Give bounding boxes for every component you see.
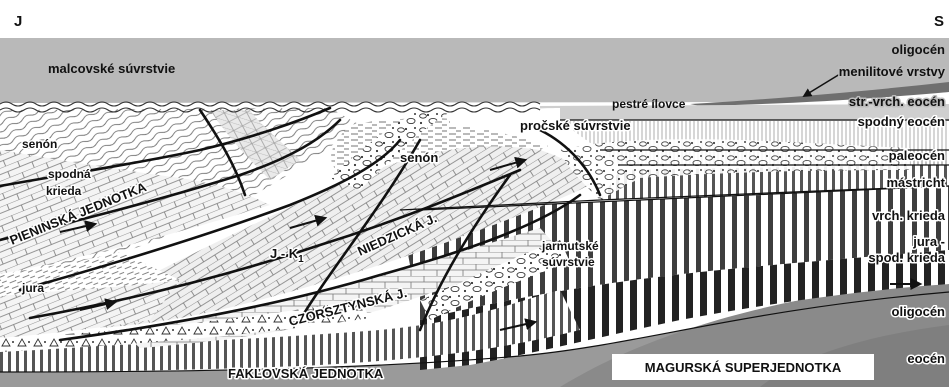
label-malcovske: malcovské súvrstvie <box>48 61 175 76</box>
label-oligocen-top: oligocén <box>892 42 946 57</box>
label-procske: pročské súvrstvie <box>520 118 631 133</box>
label-oligocen-lower: oligocén <box>892 304 946 319</box>
label-str-vrch-eocen: str.-vrch. eocén <box>849 94 945 109</box>
label-jura-spod-2: spod. krieda <box>868 250 945 265</box>
label-faklovska: FAKĽOVSKÁ JEDNOTKA <box>228 366 384 381</box>
label-jura: jura <box>21 281 44 295</box>
label-senon-left: senón <box>22 137 57 151</box>
orientation-right: S <box>934 13 944 30</box>
label-paleocen: paleocén <box>889 148 945 163</box>
label-senon-mid: senón <box>400 150 438 165</box>
label-mastricht: mástricht <box>886 175 945 190</box>
label-menilitove: menilitové vrstvy <box>839 64 946 79</box>
label-jarmutske-1: jarmutské <box>541 239 599 253</box>
label-spodna-1: spodná <box>48 167 91 181</box>
label-jura-spod-1: jura - <box>912 234 945 249</box>
label-eocen: eocén <box>907 351 945 366</box>
label-vrch-krieda: vrch. krieda <box>872 208 946 223</box>
orientation-left: J <box>14 13 22 30</box>
label-pestre: pestré ílovce <box>612 97 686 111</box>
label-spodny-eocen: spodný eocén <box>858 114 945 129</box>
label-spodna-2: krieda <box>46 184 82 198</box>
label-magurska: MAGURSKÁ SUPERJEDNOTKA <box>645 360 842 375</box>
label-jarmutske-2: súvrstvie <box>542 255 595 269</box>
